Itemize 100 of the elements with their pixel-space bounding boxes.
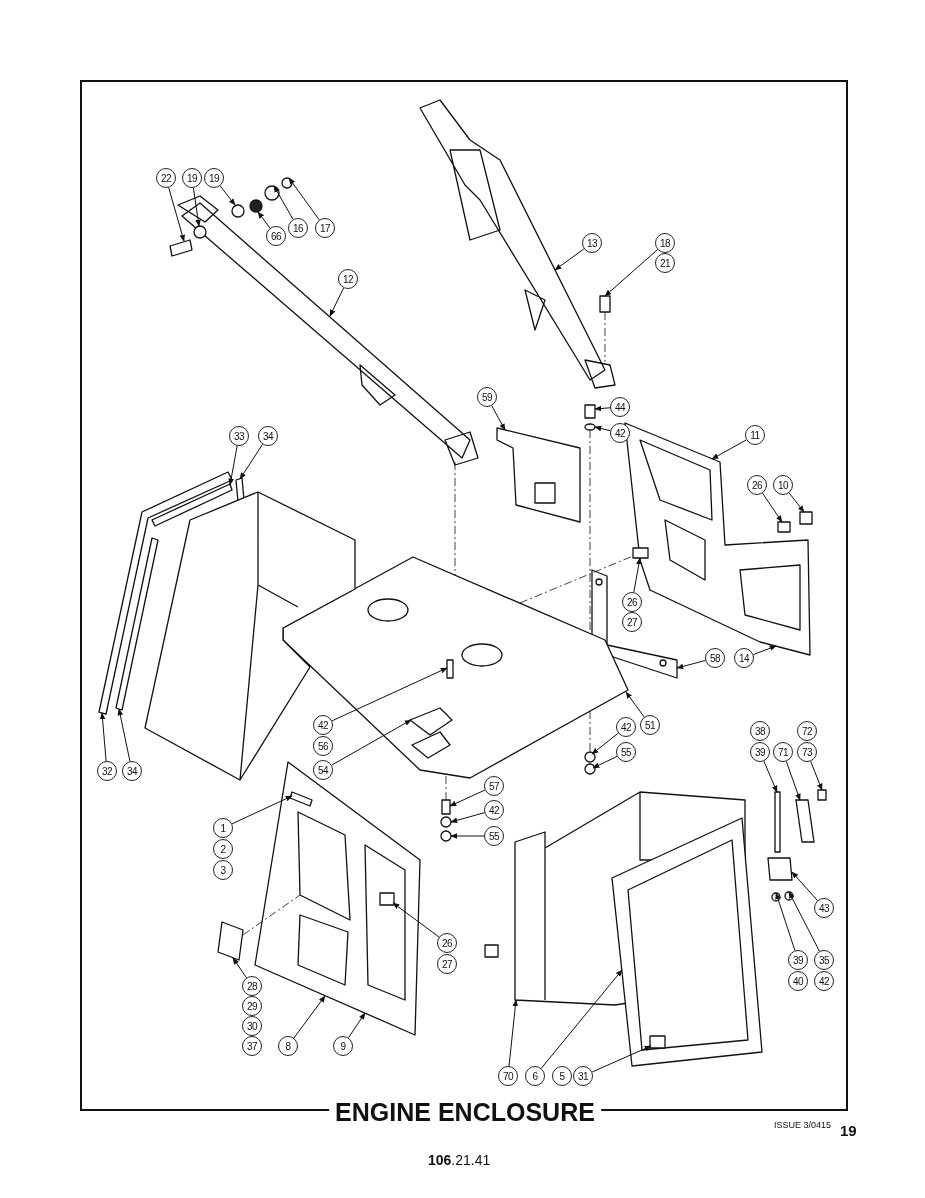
leader-line <box>592 755 618 769</box>
leader-line <box>554 248 585 271</box>
callout-number: 42 <box>313 715 333 735</box>
alignment-line <box>454 461 456 576</box>
page-number: 19 <box>840 1122 857 1139</box>
leader-line <box>594 405 611 412</box>
leader-line <box>293 995 326 1039</box>
leader-line <box>232 957 247 979</box>
callout-number: 51 <box>640 715 660 735</box>
callout-number: 37 <box>242 1036 262 1056</box>
alignment-line <box>589 710 591 753</box>
bolt <box>584 404 596 419</box>
leader-line <box>633 557 642 593</box>
callout-number: 56 <box>313 736 333 756</box>
callout-number: 71 <box>773 742 793 762</box>
alignment-line <box>604 311 606 363</box>
leader-line <box>775 892 796 951</box>
leader-line <box>540 969 623 1069</box>
engine-housing <box>144 491 356 781</box>
bolt <box>169 239 193 257</box>
leader-line <box>449 789 486 807</box>
leader-line <box>331 719 412 766</box>
callout-number: 42 <box>616 717 636 737</box>
door-panel <box>624 422 811 656</box>
screen-door <box>611 817 763 1067</box>
callout-number: 34 <box>122 761 142 781</box>
callout-number: 32 <box>97 761 117 781</box>
leader-line <box>791 871 818 901</box>
leader-line <box>273 185 294 220</box>
leader-line <box>239 443 263 480</box>
leader-line <box>676 660 706 670</box>
alignment-line <box>445 775 447 801</box>
leader-line <box>348 1012 366 1039</box>
callout-number: 31 <box>573 1066 593 1086</box>
hinge <box>795 799 815 843</box>
nut <box>440 830 452 842</box>
callout-number: 2 <box>213 839 233 859</box>
bolt <box>441 799 451 815</box>
alignment-line <box>519 555 634 604</box>
part-number: 106.21.41 <box>428 1152 491 1168</box>
leader-line <box>192 187 201 227</box>
leader-line <box>231 795 293 825</box>
callout-number: 39 <box>788 950 808 970</box>
callout-number: 29 <box>242 996 262 1016</box>
leader-line <box>392 902 440 938</box>
callout-number: 55 <box>616 742 636 762</box>
leader-line <box>788 492 805 513</box>
callout-number: 42 <box>814 971 834 991</box>
leader-line <box>625 691 645 718</box>
callout-number: 26 <box>437 933 457 953</box>
callout-number: 21 <box>655 253 675 273</box>
leader-line <box>491 405 506 431</box>
callout-number: 28 <box>242 976 262 996</box>
rod <box>774 791 781 853</box>
nut <box>281 177 293 189</box>
callout-number: 72 <box>797 721 817 741</box>
callout-number: 22 <box>156 168 176 188</box>
leader-line <box>508 999 519 1067</box>
mounting-plate <box>496 427 581 523</box>
seal-strip <box>115 477 245 711</box>
callout-number: 1 <box>213 818 233 838</box>
leader-line <box>257 211 271 229</box>
callout-number: 19 <box>204 168 224 188</box>
leader-line <box>168 187 185 242</box>
leader-line <box>763 760 778 793</box>
callout-number: 59 <box>477 387 497 407</box>
leader-line <box>117 708 131 762</box>
floor-plate <box>282 556 629 779</box>
washer <box>771 892 781 902</box>
leader-line <box>711 439 747 460</box>
callout-number: 5 <box>552 1066 572 1086</box>
callout-number: 58 <box>705 648 725 668</box>
leader-line <box>810 760 823 791</box>
hinge <box>767 857 793 881</box>
leader-line <box>450 812 485 823</box>
leader-line <box>788 891 820 952</box>
leader-line <box>219 185 236 206</box>
callout-number: 54 <box>313 760 333 780</box>
callout-number: 18 <box>655 233 675 253</box>
leader-line <box>288 177 320 221</box>
callout-number: 27 <box>437 954 457 974</box>
callout-number: 30 <box>242 1016 262 1036</box>
leader-line <box>594 425 611 432</box>
callout-number: 6 <box>525 1066 545 1086</box>
leader-line <box>228 445 238 486</box>
callout-number: 43 <box>814 898 834 918</box>
seal-strip <box>98 471 233 715</box>
callout-number: 9 <box>333 1036 353 1056</box>
callout-number: 38 <box>750 721 770 741</box>
callout-number: 70 <box>498 1066 518 1086</box>
leader-line <box>762 492 783 523</box>
leader-line <box>752 645 777 655</box>
leader-line <box>785 760 801 801</box>
callout-number: 19 <box>182 168 202 188</box>
bolt <box>817 789 827 801</box>
callout-number: 44 <box>610 397 630 417</box>
callout-number: 57 <box>484 776 504 796</box>
alignment-line <box>242 894 301 936</box>
callout-number: 42 <box>610 423 630 443</box>
washer <box>584 423 596 431</box>
